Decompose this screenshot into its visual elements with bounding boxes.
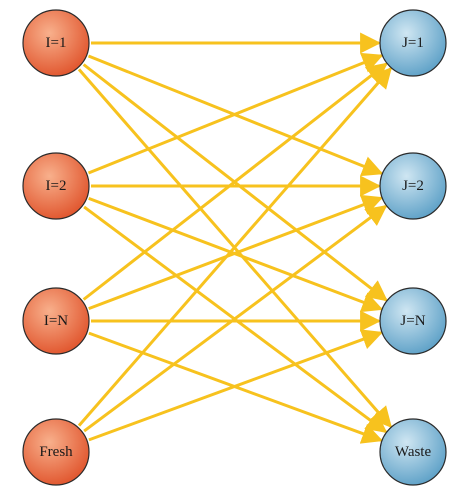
node-label: I=N xyxy=(44,313,68,329)
node-source-s1: I=1 xyxy=(22,9,90,77)
node-source-sN: I=N xyxy=(22,287,90,355)
node-label: J=2 xyxy=(402,178,424,194)
edge-sN-to-t2 xyxy=(88,194,384,311)
node-label: I=2 xyxy=(46,178,67,194)
node-label: I=1 xyxy=(46,35,67,51)
node-label: J=1 xyxy=(402,35,424,51)
edge-fresh-to-t1 xyxy=(77,67,392,427)
node-sink-t1: J=1 xyxy=(379,9,447,77)
edge-s2-to-t1 xyxy=(87,52,384,175)
edge-fresh-to-tN xyxy=(88,329,384,442)
node-label: J=N xyxy=(400,313,425,329)
edge-sN-to-t1 xyxy=(82,62,388,301)
node-source-fresh: Fresh xyxy=(22,418,90,486)
node-label: Fresh xyxy=(39,444,73,460)
edge-fresh-to-t2 xyxy=(83,205,388,433)
node-sink-tN: J=N xyxy=(379,287,447,355)
node-label: Waste xyxy=(395,444,432,460)
node-sink-t2: J=2 xyxy=(379,152,447,220)
edges-group xyxy=(77,32,392,444)
node-source-s2: I=2 xyxy=(22,152,90,220)
node-sink-waste: Waste xyxy=(379,418,447,486)
